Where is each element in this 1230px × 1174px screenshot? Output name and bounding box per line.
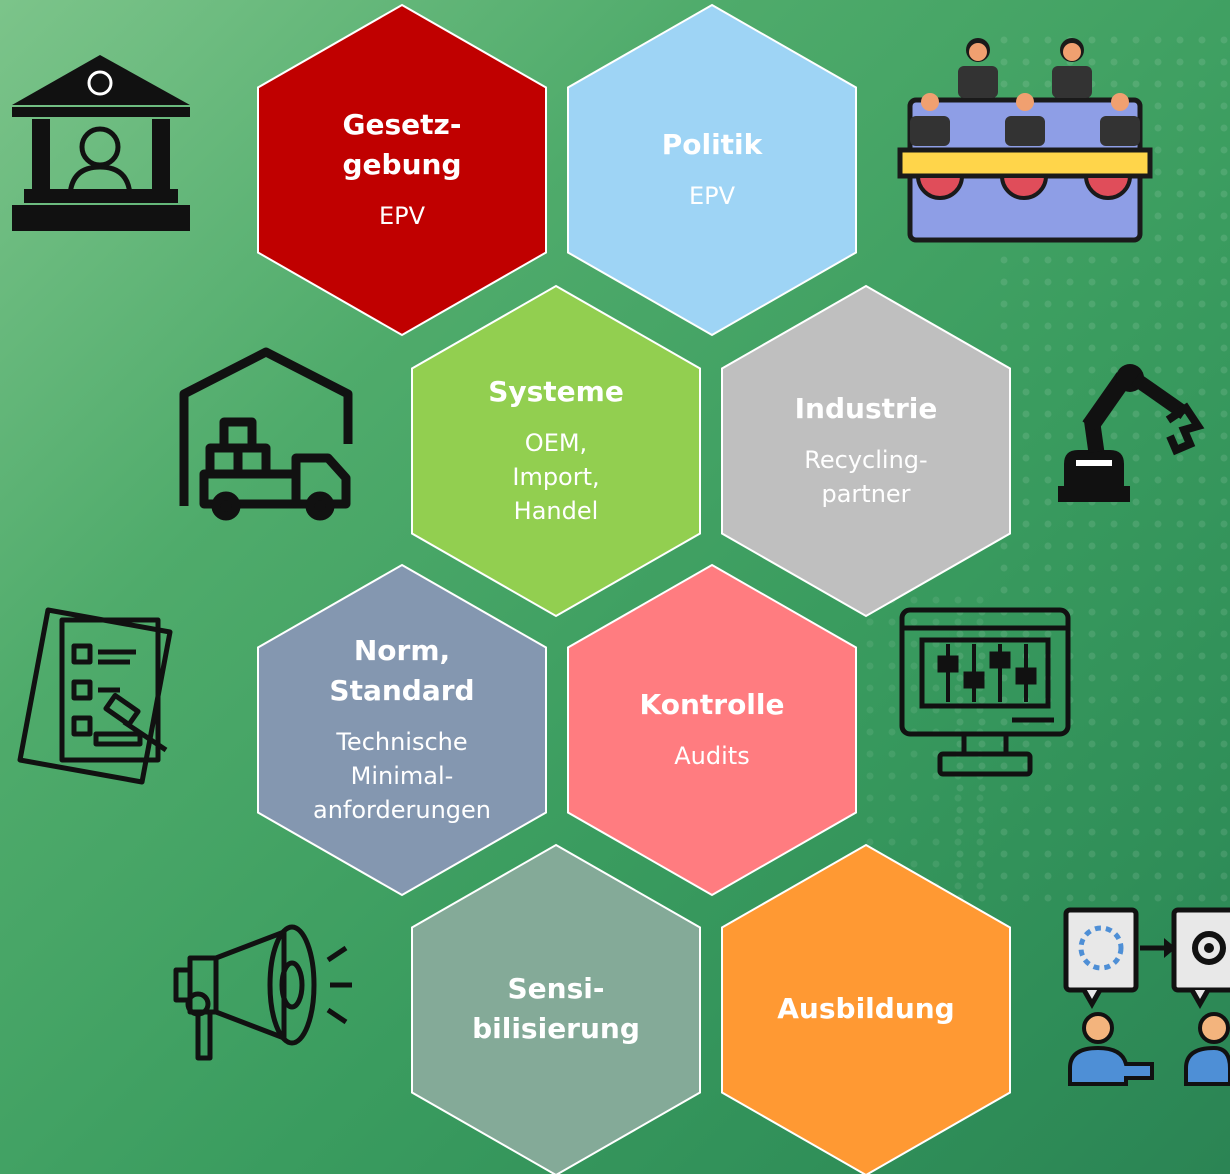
warehouse-truck-icon bbox=[179, 347, 353, 521]
hex-gesetzgebung-subtitle-line: EPV bbox=[379, 202, 426, 230]
training-people-icon bbox=[1063, 907, 1230, 1086]
hex-norm-standard-shape bbox=[257, 563, 547, 897]
robot-arm-icon bbox=[1058, 364, 1205, 502]
hex-systeme-subtitle-line: Handel bbox=[514, 497, 599, 525]
hex-gesetzgebung-title-line: gebung bbox=[343, 148, 462, 181]
panel-of-judges-icon bbox=[897, 38, 1153, 243]
hex-norm-standard-subtitle-line: anforderungen bbox=[313, 796, 491, 824]
hex-norm-standard-subtitle-line: Technische bbox=[335, 728, 467, 756]
hex-industrie-shape bbox=[721, 284, 1011, 618]
hex-systeme-subtitle-line: OEM, bbox=[525, 429, 587, 457]
hex-gesetzgebung-shape bbox=[257, 3, 547, 337]
courthouse-icon bbox=[12, 55, 190, 231]
control-monitor-icon bbox=[899, 607, 1071, 777]
hex-norm-standard-subtitle-line: Minimal- bbox=[351, 762, 454, 790]
hex-sensibilisierung: Sensi-bilisierung bbox=[411, 843, 701, 1174]
hex-ausbildung-shape bbox=[721, 843, 1011, 1174]
hex-sensibilisierung-title-line: bilisierung bbox=[472, 1012, 640, 1045]
hex-industrie-title-line: Industrie bbox=[795, 392, 938, 425]
hex-sensibilisierung-title-line: Sensi- bbox=[508, 972, 605, 1005]
hex-industrie-subtitle-line: Recycling- bbox=[804, 446, 927, 474]
hex-norm-standard: Norm, StandardTechnischeMinimal-anforderu… bbox=[257, 563, 547, 897]
hex-ausbildung-title-line: Ausbildung bbox=[777, 992, 954, 1025]
checklist-gavel-icon bbox=[17, 607, 173, 785]
hex-kontrolle-title-line: Kontrolle bbox=[640, 688, 785, 721]
hex-systeme-subtitle-line: Import, bbox=[512, 463, 599, 491]
hex-norm-standard-title-line: Norm, bbox=[354, 634, 450, 667]
hexagon-grid: Gesetz-gebungEPVPolitikEPVSystemeOEM,Imp… bbox=[257, 3, 1011, 1174]
hex-industrie-subtitle-line: partner bbox=[821, 480, 910, 508]
hex-kontrolle-shape bbox=[567, 563, 857, 897]
hex-sensibilisierung-shape bbox=[411, 843, 701, 1174]
hex-ausbildung: Ausbildung bbox=[721, 843, 1011, 1174]
hex-kontrolle-subtitle-line: Audits bbox=[674, 742, 749, 770]
hex-politik-shape bbox=[567, 3, 857, 337]
hex-norm-standard-title-line: Standard bbox=[329, 674, 474, 707]
hex-politik-subtitle-line: EPV bbox=[689, 182, 736, 210]
hex-politik-title-line: Politik bbox=[662, 128, 764, 161]
hex-systeme-title-line: Systeme bbox=[488, 375, 624, 408]
megaphone-icon bbox=[173, 924, 352, 1061]
hex-gesetzgebung-title-line: Gesetz- bbox=[343, 108, 462, 141]
hex-systeme-shape bbox=[411, 284, 701, 618]
